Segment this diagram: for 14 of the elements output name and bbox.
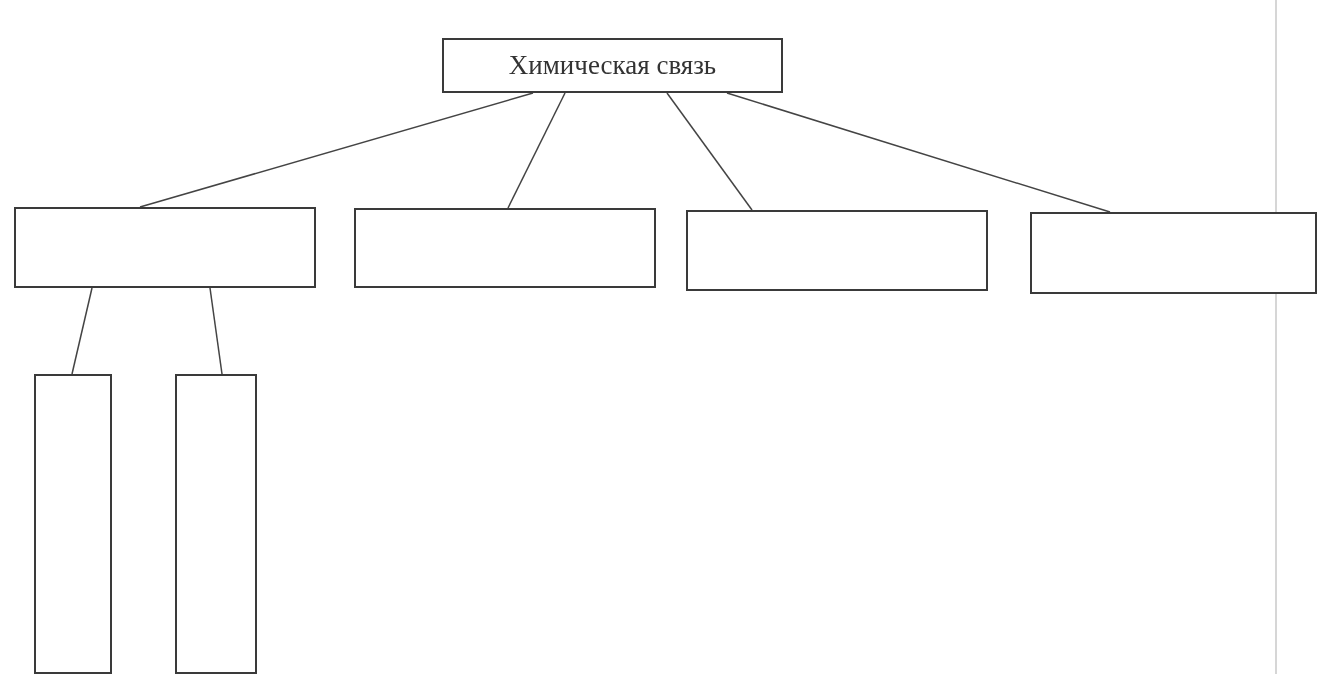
title-box bbox=[442, 38, 783, 93]
empty-box bbox=[14, 207, 316, 288]
empty-box bbox=[175, 374, 257, 674]
empty-box bbox=[1030, 212, 1317, 294]
connector-line bbox=[666, 92, 753, 211]
connector-line bbox=[71, 287, 93, 375]
connector-line bbox=[507, 92, 566, 209]
connector-line bbox=[209, 287, 223, 375]
empty-box bbox=[686, 210, 988, 291]
node-label: Химическая связь bbox=[508, 50, 717, 81]
empty-box bbox=[34, 374, 112, 674]
connector-line bbox=[726, 92, 1111, 213]
empty-box bbox=[354, 208, 656, 288]
connector-line bbox=[139, 92, 534, 208]
